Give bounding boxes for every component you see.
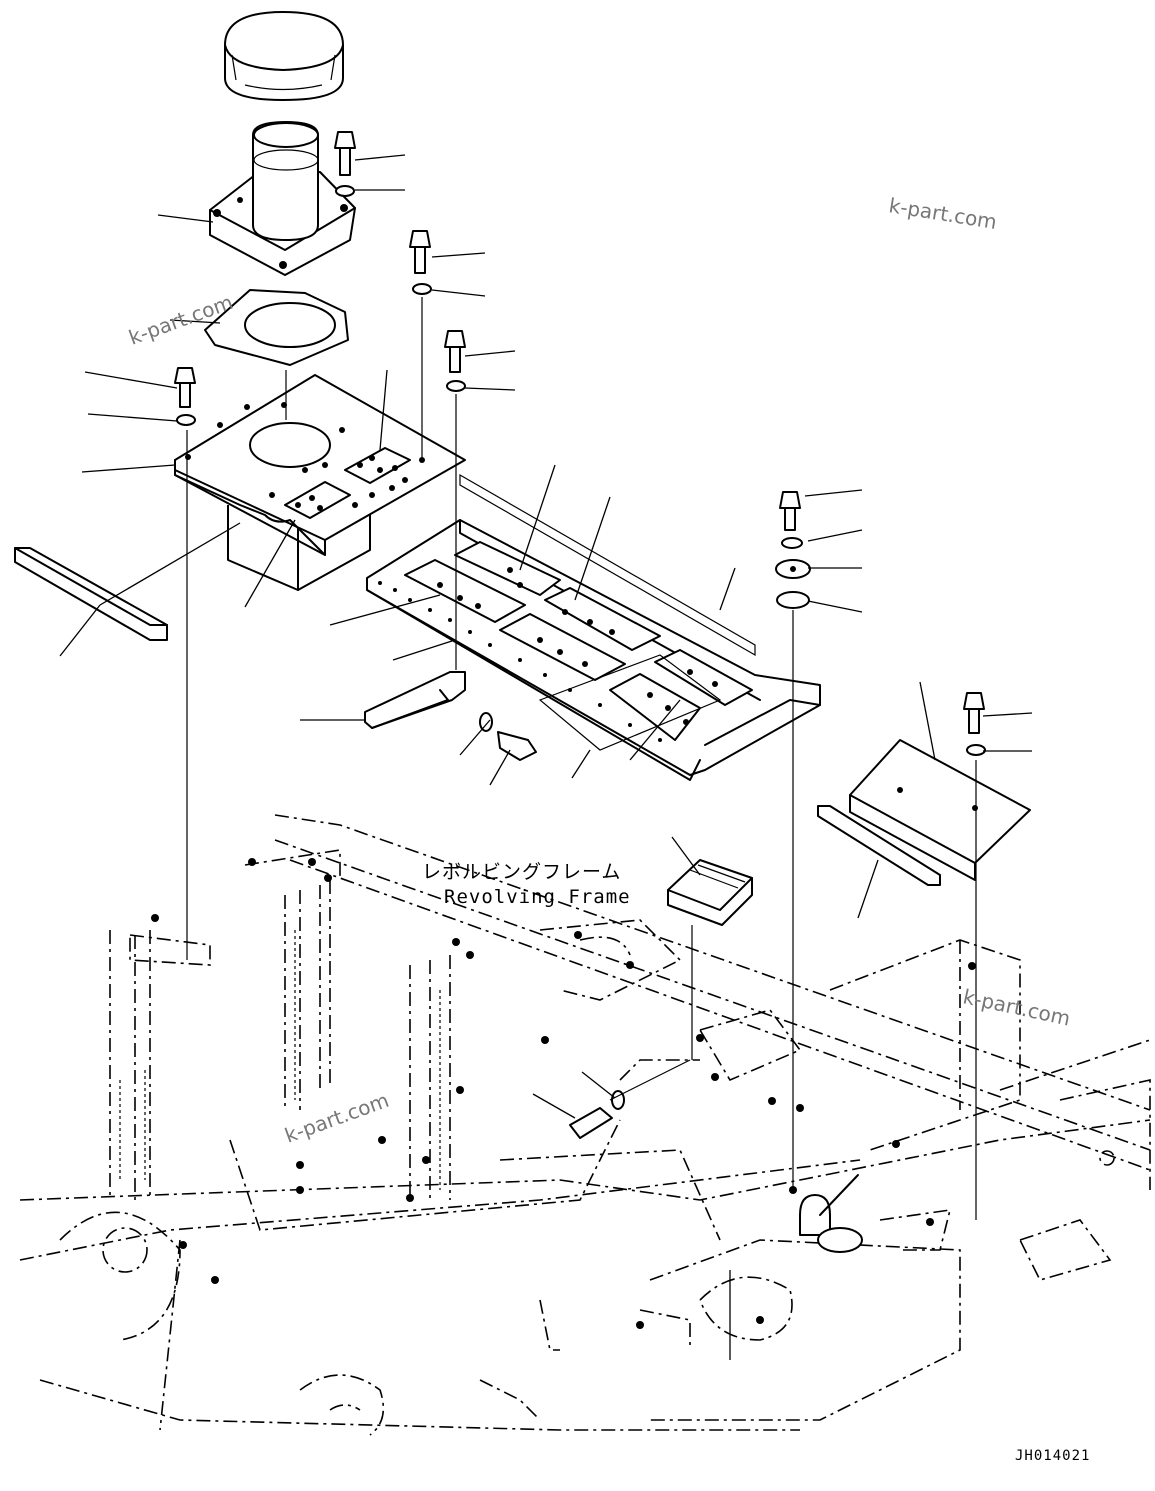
cap — [224, 11, 344, 101]
drawing-code: JH014021 — [1015, 1448, 1090, 1464]
bolts — [174, 131, 986, 1139]
step-rib — [538, 654, 722, 751]
support-bracket — [364, 671, 466, 729]
valve — [789, 1174, 863, 1253]
watermark: k-part.com — [282, 1088, 393, 1148]
right-cover — [849, 739, 1031, 881]
alignment-lines — [186, 297, 977, 1220]
left-bar — [14, 547, 168, 641]
mount-plate — [174, 374, 466, 591]
frame-label-jp: レボルビングフレーム — [422, 861, 621, 883]
foot-step — [667, 859, 753, 926]
revolving-frame — [19, 814, 1151, 1436]
right-bar — [817, 805, 941, 886]
watermark: k-part.com — [887, 193, 998, 234]
watermark: k-part.com — [961, 984, 1073, 1030]
gasket — [204, 289, 349, 366]
tower-bracket — [209, 121, 356, 276]
leader-lines — [59, 154, 1033, 1360]
walkway-step — [366, 473, 821, 781]
frame-label-en: Revolving Frame — [444, 886, 631, 908]
